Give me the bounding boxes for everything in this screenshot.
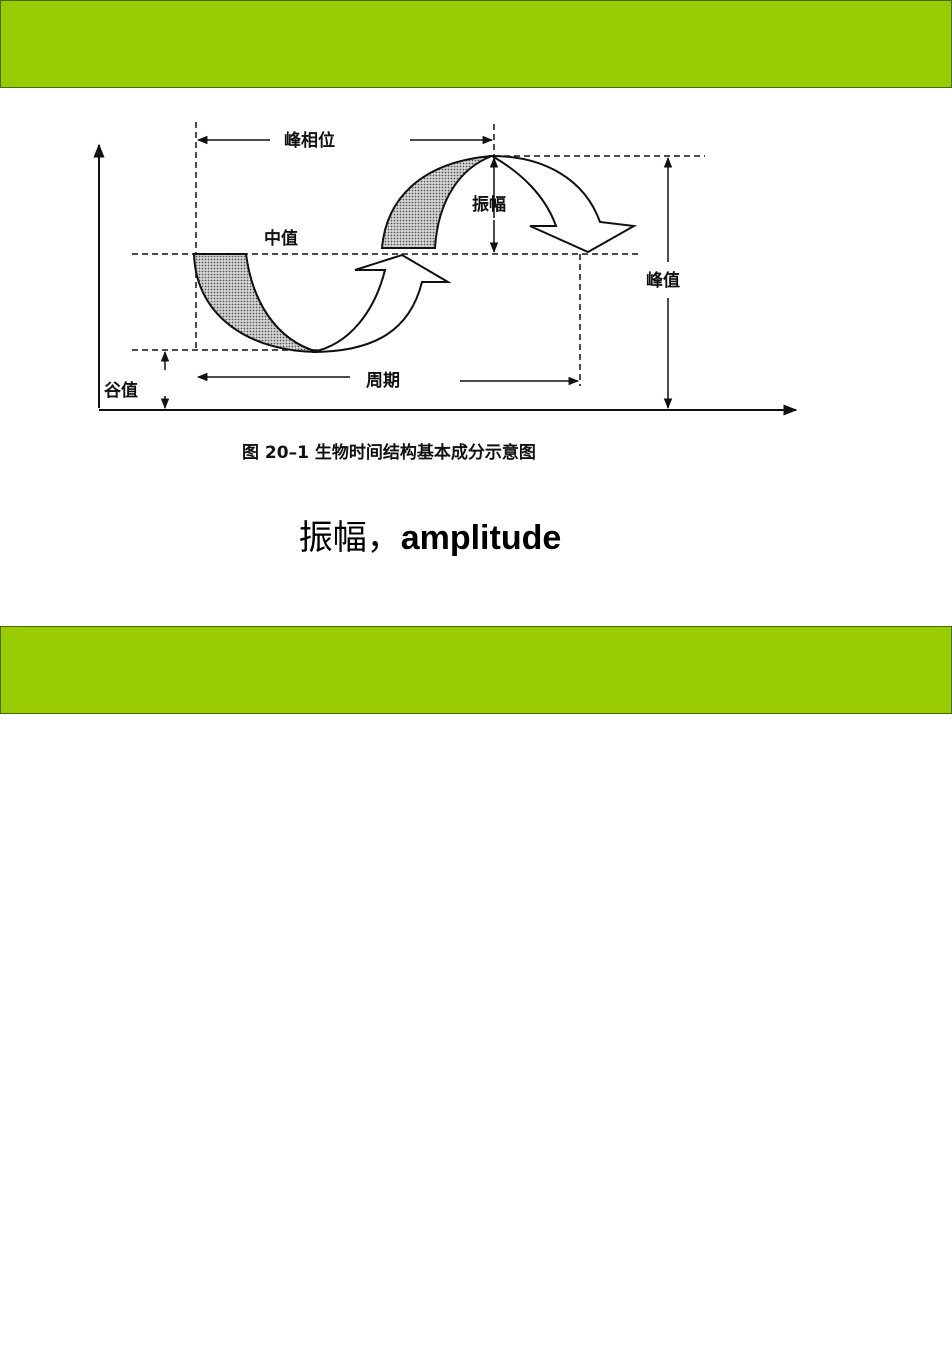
label-amplitude: 振幅 — [472, 194, 506, 215]
label-peak-phase: 峰相位 — [284, 130, 335, 151]
caption-latin: amplitude — [400, 519, 562, 557]
middle-green-band — [0, 626, 952, 714]
label-mesor: 中值 — [264, 228, 298, 249]
amplitude-caption: 振幅，amplitude — [0, 510, 860, 559]
diagram-caption: 图 20–1 生物时间结构基本成分示意图 — [242, 442, 536, 463]
label-trough-value: 谷值 — [104, 380, 138, 401]
top-green-band — [0, 0, 952, 88]
biological-time-structure-diagram: 峰相位 振幅 中值 峰值 谷值 周期 图 20–1 生物时间结构基本成分示意图 — [93, 122, 798, 463]
label-peak-value: 峰值 — [646, 270, 680, 291]
lower-wave-band — [192, 253, 319, 353]
falling-arrow — [488, 154, 638, 254]
rising-arrow — [311, 253, 452, 353]
caption-cjk: 振幅， — [298, 518, 401, 558]
label-period: 周期 — [366, 371, 400, 391]
